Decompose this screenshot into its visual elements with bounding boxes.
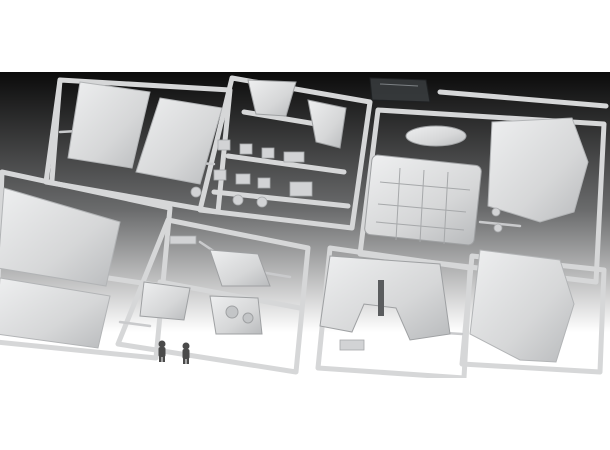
panel-top-left-b (135, 97, 223, 185)
deck-plate (364, 154, 482, 246)
dial-b (242, 312, 254, 324)
flat-panels (0, 81, 589, 363)
panel-left-lower (0, 277, 111, 349)
sprue-frames (0, 75, 609, 378)
clear-canopy (369, 77, 431, 103)
sprue-photo (0, 72, 610, 378)
hull-parts (139, 79, 482, 341)
cockpit-tub (319, 255, 451, 341)
dial-a (225, 305, 239, 319)
engine-block (209, 249, 271, 287)
cockpit-slot (378, 280, 384, 316)
panel-right-top (487, 117, 589, 223)
turret-dome (405, 125, 467, 147)
nose-cone (307, 99, 347, 149)
canopy-frame (247, 79, 297, 117)
pilot-figures (158, 340, 190, 364)
panel-right-lower (469, 249, 575, 363)
panel-left-upper (0, 187, 121, 287)
seat-part (139, 281, 191, 321)
panel-top-left-a (67, 81, 151, 169)
pilot-figure-a (158, 340, 166, 362)
pilot-figure-b (182, 342, 190, 364)
small-parts (169, 139, 503, 351)
